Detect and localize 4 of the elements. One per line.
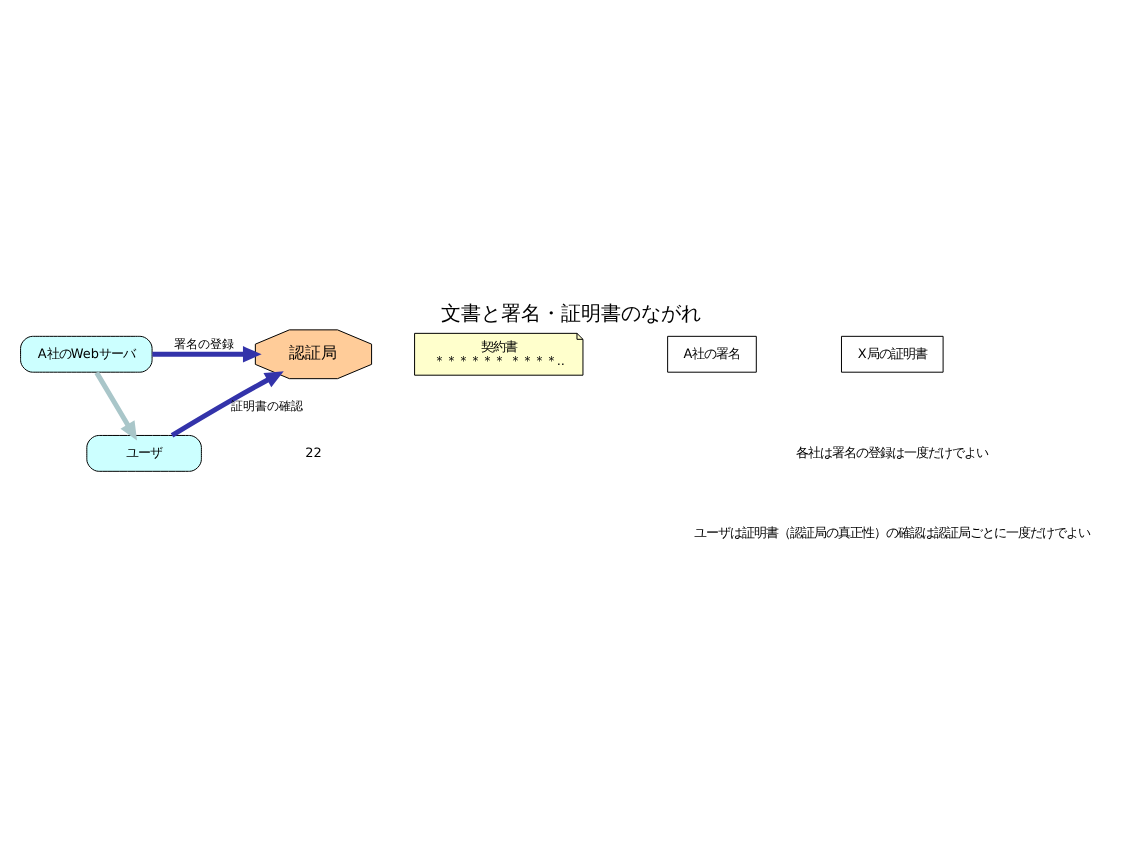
arrow: [152, 345, 262, 362]
diagram-title: 文書と署名・証明書のながれ: [441, 302, 701, 325]
arrow: [170, 370, 284, 437]
arrow: [94, 370, 138, 440]
